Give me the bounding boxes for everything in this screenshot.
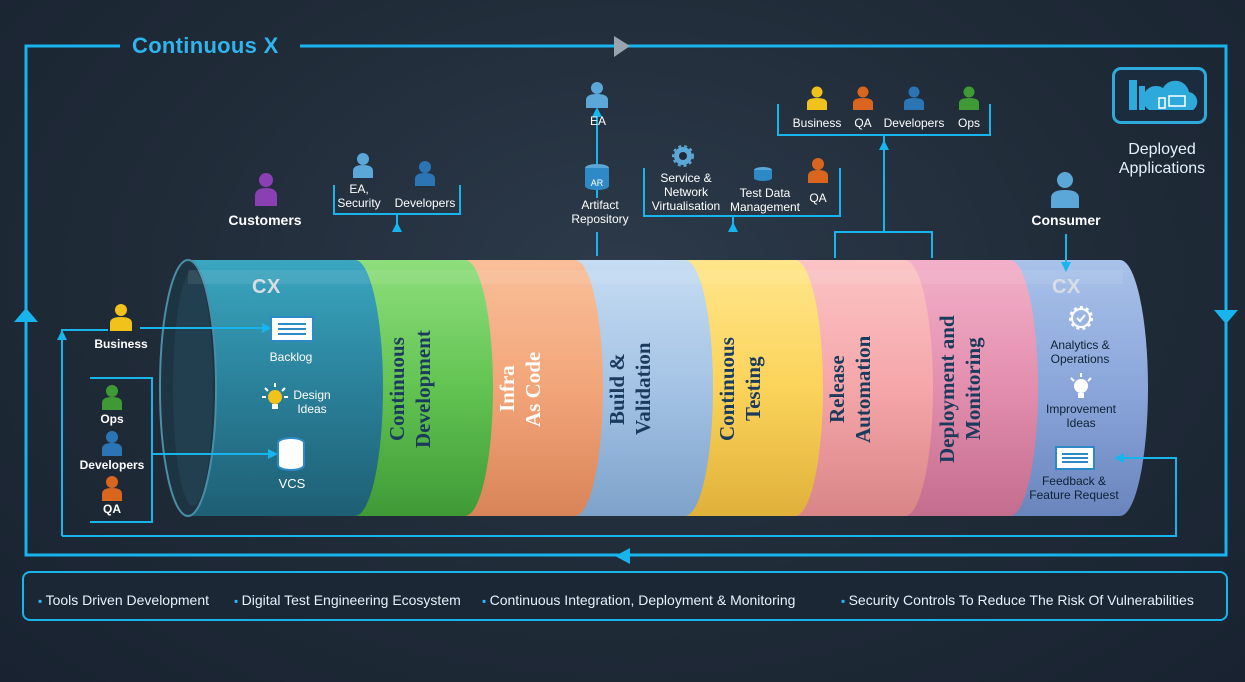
cx-right-label: CX [1052,276,1081,298]
customers-label: Customers [228,212,302,228]
developers-release-label: Developers [883,116,945,130]
loop-arrow-bottom [615,548,630,564]
qa-release-icon [852,86,874,115]
ops-release-label: Ops [957,116,980,130]
consumer-label: Consumer [1031,212,1101,228]
developers-top-icon [414,160,436,191]
business-release-icon [806,86,828,115]
developers-release-icon [903,86,925,115]
pipe [159,259,1148,517]
business-left-label: Business [94,337,148,351]
design-ideas-label: Design Ideas [293,388,331,416]
loop-arrow-top [614,36,630,57]
customers-icon [253,170,279,211]
ops-left-icon [101,384,123,415]
developers-left-icon [101,430,123,461]
connector-arrowheads [57,107,1124,463]
artifact-repository-label: Artifact Repository [571,198,629,226]
business-left-icon [109,303,133,336]
vcs-label: VCS [278,476,306,491]
developers-left-label: Developers [79,458,145,472]
qa-left-icon [101,475,123,506]
analytics-label: Analytics & Operations [1050,338,1110,366]
stage-build-validation: Build &Validation [605,342,655,436]
ea-icon [585,80,609,113]
ops-left-label: Ops [100,412,124,426]
ea-label: EA [589,114,606,128]
lightbulb-icon [262,382,288,417]
feedback-label: Feedback & Feature Request [1029,474,1119,502]
improvement-bulb-icon [1068,372,1094,405]
vcs-database-icon [276,437,306,476]
loop-arrow-right [1214,310,1238,324]
backlog-icon [270,316,314,347]
artifact-repository-icon [583,163,611,196]
qa-top-label: QA [809,191,827,205]
page-title: Continuous X [132,33,279,58]
ops-release-icon [958,86,980,115]
developers-top-label: Developers [394,196,456,210]
test-data-management-label: Test Data Management [729,186,801,214]
bullet-digital-test: Digital Test Engineering Ecosystem [234,592,461,608]
service-virtualisation-label: Service & Network Virtualisation [651,171,721,213]
deployed-apps-icon [1112,67,1207,124]
gear-icon [672,145,694,172]
qa-left-label: QA [103,502,121,516]
improvement-ideas-label: Improvement Ideas [1045,402,1117,430]
bullet-tools-driven: Tools Driven Development [38,592,209,608]
bullet-ci-cd: Continuous Integration, Deployment & Mon… [482,592,796,608]
bottom-summary-bar: Tools Driven Development Digital Test En… [22,571,1228,621]
ea-security-label: EA, Security [337,182,381,210]
cx-left-label: CX [252,276,281,298]
ea-security-icon [352,152,374,183]
consumer-icon [1049,170,1081,213]
ar-badge: AR [590,178,604,188]
qa-release-label: QA [854,116,872,130]
database-icon [753,166,773,187]
feedback-doc-icon [1055,446,1095,475]
qa-top-icon [807,157,829,188]
analytics-gear-icon [1069,306,1093,335]
loop-arrow-left [14,308,38,322]
business-release-label: Business [792,116,842,130]
bullet-security: Security Controls To Reduce The Risk Of … [841,592,1194,608]
backlog-label: Backlog [269,350,313,364]
